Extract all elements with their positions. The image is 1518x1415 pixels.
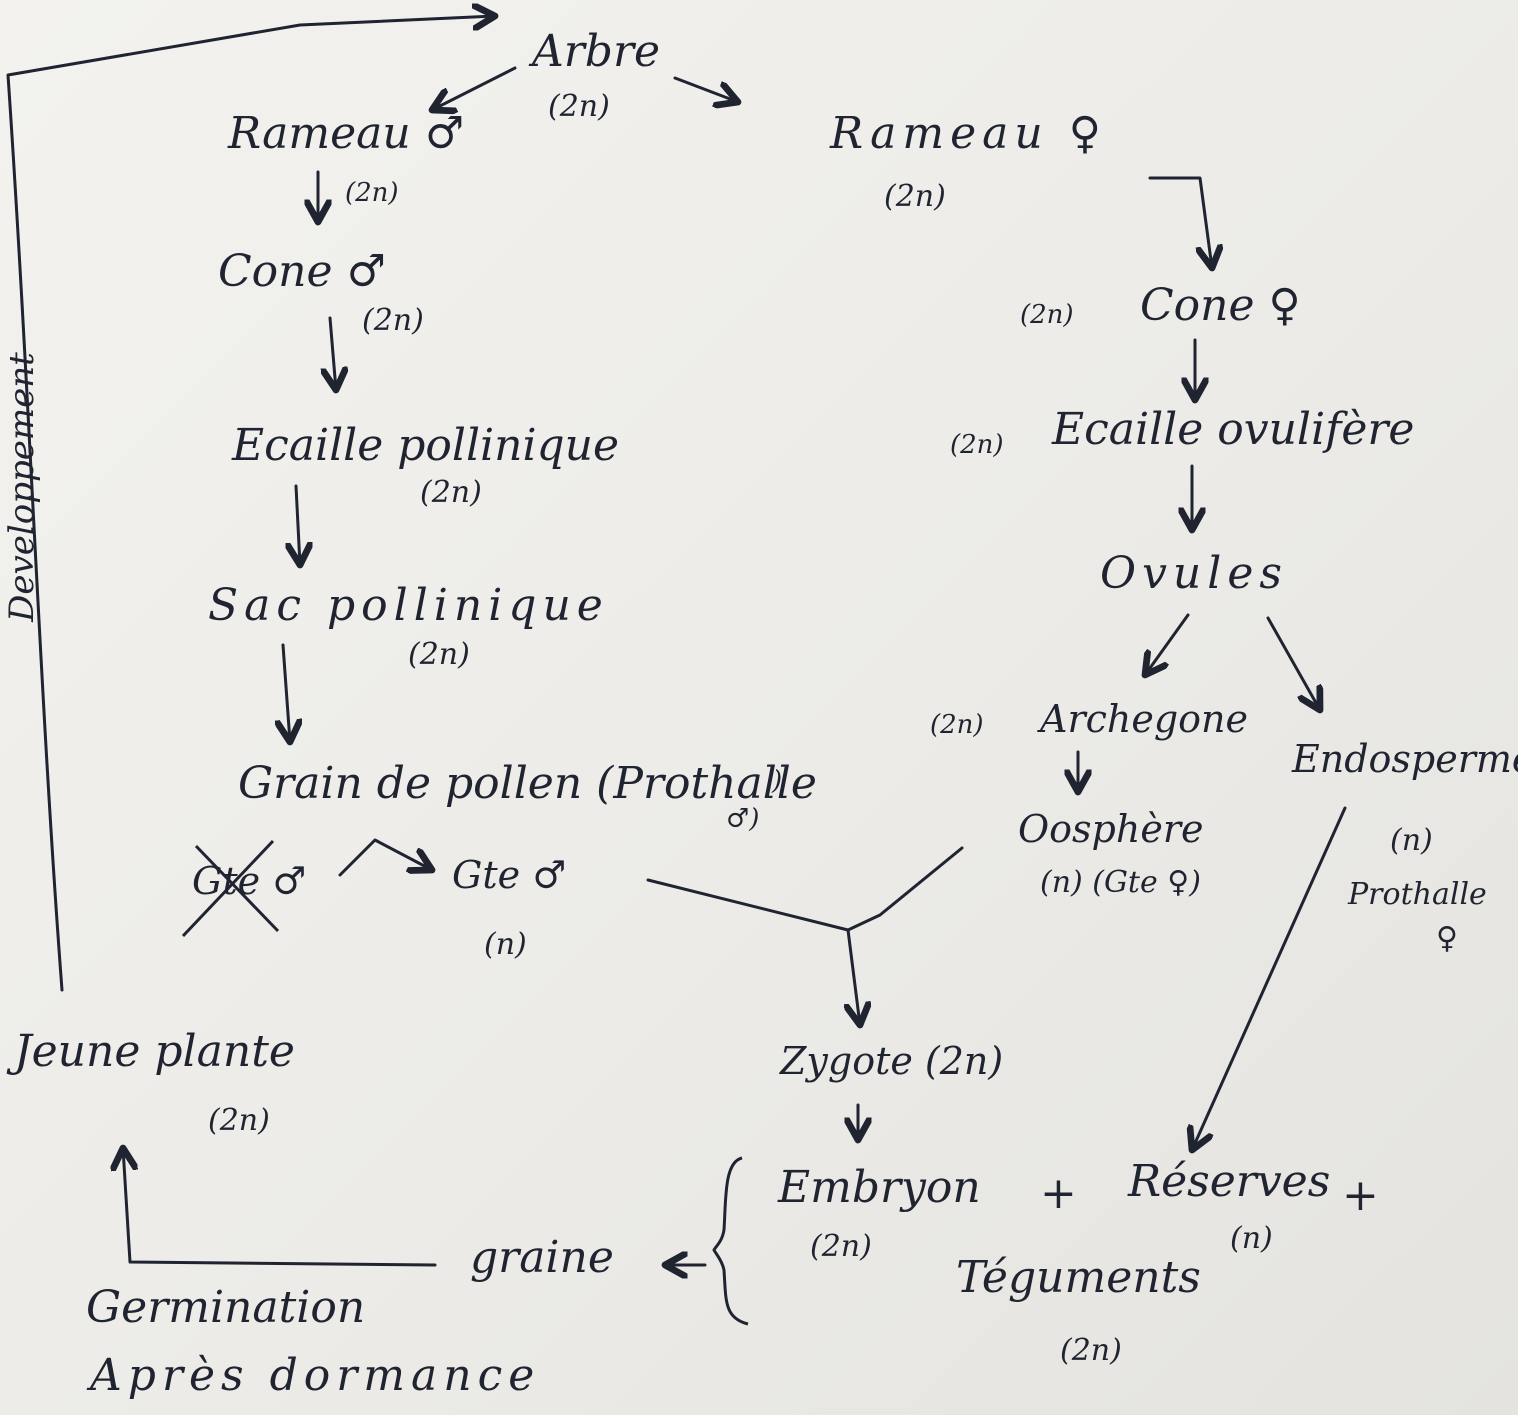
- ploidy-ecaille-ovulifere: (2n): [950, 430, 1004, 460]
- arrow-endosperme-to-reserves: [1192, 806, 1347, 1150]
- line-oosphere-to-fusion: [846, 846, 964, 932]
- node-jeune-plante: Jeune plante: [14, 1026, 295, 1077]
- node-grain-de-pollen: Grain de pollen (Prothalle: [238, 758, 817, 809]
- node-sac-pollinique: Sac pollinique: [208, 580, 609, 631]
- arrow-fusion-to-zygote: [848, 928, 860, 1025]
- ploidy-sac-pollinique: (2n): [408, 637, 470, 672]
- label-germination: Germination: [86, 1282, 366, 1333]
- arrow-graine-to-jeune-plante: [123, 1148, 437, 1267]
- ploidy-ecaille-pollinique: (2n): [420, 475, 482, 510]
- arrow-ovules-to-archegone: [1145, 613, 1190, 675]
- node-cone-female: Cone ♀: [1140, 280, 1301, 331]
- ploidy-cone-male: (2n): [362, 303, 424, 338]
- arrow-jeune-plante-to-arbre: [6, 16, 495, 992]
- ploidy-oosphere: (n) (Gte ♀): [1040, 865, 1201, 900]
- ploidy-arbre: (2n): [548, 89, 610, 124]
- node-embryon: Embryon: [778, 1162, 981, 1213]
- node-arbre: Arbre: [532, 26, 661, 77]
- plus-sign-1: +: [1040, 1168, 1077, 1219]
- ploidy-cone-female: (2n): [1020, 300, 1074, 330]
- node-reserves: Réserves: [1128, 1156, 1331, 1207]
- node-rameau-female: Rameau ♀: [830, 108, 1107, 159]
- node-teguments: Téguments: [956, 1252, 1201, 1303]
- side-label-developpement: Developpement: [2, 352, 42, 622]
- strike-through-mark: [181, 839, 280, 938]
- node-archegone: Archegone: [1040, 697, 1249, 741]
- node-ovules: Ovules: [1100, 548, 1288, 599]
- prothalle-female-symbol: ♀: [1436, 921, 1458, 956]
- arrow-rameau-to-cone-female: [1148, 176, 1212, 268]
- arrow-sac-to-grain: [283, 643, 290, 742]
- ploidy-endosperme: (n): [1390, 823, 1433, 858]
- node-cone-male: Cone ♂: [218, 246, 386, 297]
- arrow-arbre-to-rameau-female: [673, 76, 738, 102]
- ploidy-jeune-plante: (2n): [208, 1103, 270, 1138]
- ploidy-teguments: (2n): [1060, 1333, 1122, 1368]
- node-ecaille-ovulifere: Ecaille ovulifère: [1052, 404, 1415, 455]
- ploidy-embryon: (2n): [810, 1229, 872, 1264]
- ploidy-rameau-male: (2n): [345, 178, 399, 208]
- curly-brace: [712, 1156, 749, 1326]
- ploidy-rameau-female: (2n): [884, 179, 946, 214]
- arrow-arbre-to-rameau-male: [432, 66, 517, 110]
- node-gamete-male-crossed: Gte ♂: [192, 859, 307, 903]
- node-prothalle-female: Prothalle: [1348, 877, 1487, 912]
- arrow-ecaille-to-sac: [296, 484, 300, 565]
- arrow-ovules-to-endosperme: [1266, 616, 1320, 710]
- node-ecaille-pollinique: Ecaille pollinique: [232, 420, 620, 471]
- line-gamete-male-to-fusion: [646, 878, 850, 932]
- prothalle-male-symbol: ♂): [726, 804, 760, 834]
- label-apres-dormance: Après dormance: [90, 1350, 541, 1401]
- arrow-grain-to-gametes: [338, 838, 432, 877]
- node-zygote: Zygote (2n): [780, 1039, 1004, 1083]
- plus-sign-2: +: [1342, 1170, 1379, 1221]
- grain-close-paren: ): [772, 766, 783, 796]
- node-oosphere: Oosphère: [1018, 807, 1204, 851]
- ploidy-archegone: (2n): [930, 710, 984, 740]
- ploidy-gamete-male: (n): [484, 927, 527, 962]
- arrow-cone-to-ecaille-male: [330, 316, 336, 390]
- node-endosperme: Endosperme: [1292, 737, 1518, 781]
- ploidy-reserves: (n): [1230, 1221, 1273, 1256]
- node-gamete-male: Gte ♂: [452, 853, 567, 897]
- node-graine: graine: [470, 1232, 614, 1283]
- node-rameau-male: Rameau ♂: [228, 108, 465, 159]
